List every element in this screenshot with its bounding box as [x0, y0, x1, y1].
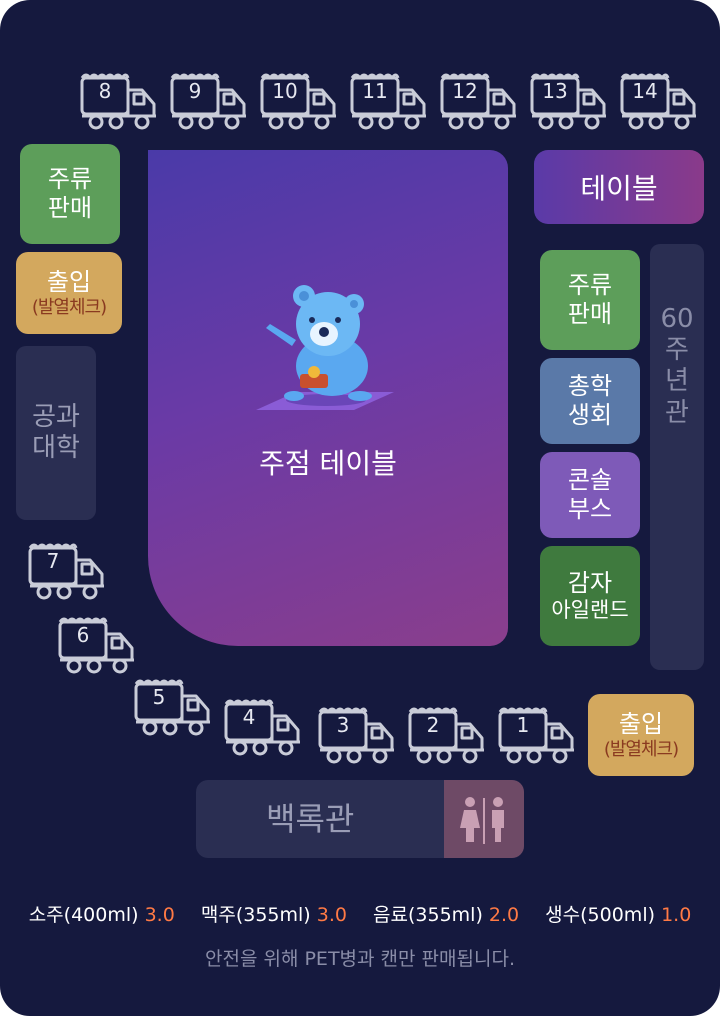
truck-number: 12 [452, 79, 478, 103]
right-liquor-sales-line2: 판매 [567, 300, 613, 328]
left-entrance-label: 출입 [46, 267, 92, 296]
hall-line4: 관 [665, 397, 689, 428]
truck-number: 5 [152, 685, 166, 709]
food-truck-7[interactable]: 7 [28, 540, 106, 602]
safety-note: 안전을 위해 PET병과 캔만 판매됩니다. [205, 948, 515, 970]
truck-number: 6 [76, 623, 90, 647]
legend-name: 생수(500ml) [545, 904, 656, 926]
truck-number: 13 [542, 79, 568, 103]
food-truck-8[interactable]: 8 [80, 70, 158, 132]
student-council-line1: 총학 [567, 372, 613, 401]
baekrok-hall-label: 백록관 [266, 799, 355, 838]
food-truck-3[interactable]: 3 [318, 704, 396, 766]
food-truck-10[interactable]: 10 [260, 70, 338, 132]
legend-soju: 소주(400ml) 3.0 [29, 904, 175, 926]
left-entrance[interactable]: 출입 (발열체크) [16, 252, 122, 334]
left-liquor-sales[interactable]: 주류 판매 [20, 144, 120, 244]
right-liquor-sales[interactable]: 주류 판매 [540, 250, 640, 350]
truck-number: 2 [426, 713, 440, 737]
left-entrance-sub: (발열체크) [31, 296, 107, 318]
food-truck-2[interactable]: 2 [408, 704, 486, 766]
potato-island-line1: 감자 [567, 569, 613, 597]
console-booth[interactable]: 콘솔 부스 [540, 452, 640, 538]
truck-number: 1 [516, 713, 530, 737]
legend-price: 3.0 [144, 904, 175, 926]
truck-number: 8 [98, 79, 112, 103]
left-liquor-sales-line1: 주류 [47, 165, 93, 194]
hall-line3: 년 [665, 366, 689, 397]
hall-line2: 주 [665, 335, 689, 366]
student-council-booth[interactable]: 총학 생회 [540, 358, 640, 444]
engineering-line1: 공과 [32, 401, 80, 432]
legend-price: 3.0 [316, 904, 347, 926]
right-liquor-sales-line1: 주류 [567, 271, 613, 300]
food-truck-1[interactable]: 1 [498, 704, 576, 766]
legend-price: 1.0 [661, 904, 692, 926]
food-truck-12[interactable]: 12 [440, 70, 518, 132]
bear-mascot-icon [256, 285, 394, 410]
legend-name: 소주(400ml) [28, 904, 139, 926]
food-truck-14[interactable]: 14 [620, 70, 698, 132]
engineering-line2: 대학 [32, 433, 80, 463]
food-truck-11[interactable]: 11 [350, 70, 428, 132]
console-booth-line2: 부스 [567, 495, 613, 523]
potato-island-line2: 아일랜드 [551, 597, 629, 622]
truck-number: 9 [188, 79, 202, 103]
pub-table-label: 주점 테이블 [259, 447, 397, 480]
legend-name: 음료(355ml) [373, 904, 483, 926]
truck-number: 4 [242, 705, 256, 729]
student-council-line2: 생회 [567, 401, 613, 429]
right-entrance-label: 출입 [618, 709, 664, 738]
food-truck-5[interactable]: 5 [134, 676, 212, 738]
engineering-college: 공과 대학 [16, 346, 96, 520]
truck-number: 10 [272, 79, 298, 103]
hall-line1: 60 [660, 304, 694, 334]
table-zone[interactable]: 테이블 [534, 150, 704, 224]
food-truck-9[interactable]: 9 [170, 70, 248, 132]
restroom[interactable] [444, 780, 524, 858]
food-truck-13[interactable]: 13 [530, 70, 608, 132]
truck-number: 7 [46, 549, 60, 573]
restroom-icon [460, 797, 504, 844]
legend-drink: 음료(355ml) 2.0 [373, 904, 519, 926]
legend-price: 2.0 [488, 904, 520, 926]
truck-number: 14 [632, 79, 658, 103]
price-legend: 소주(400ml) 3.0 맥주(355ml) 3.0 음료(355ml) 2.… [0, 900, 720, 927]
pub-table-area[interactable]: 주점 테이블 [148, 150, 508, 646]
right-entrance[interactable]: 출입 (발열체크) [588, 694, 694, 776]
legend-water: 생수(500ml) 1.0 [545, 904, 691, 926]
truck-number: 11 [362, 79, 388, 103]
60th-anniversary-hall: 60 주 년 관 [650, 244, 704, 670]
console-booth-line1: 콘솔 [567, 466, 613, 495]
food-truck-6[interactable]: 6 [58, 614, 136, 676]
left-liquor-sales-line2: 판매 [47, 194, 93, 222]
legend-name: 맥주(355ml) [200, 904, 311, 926]
right-entrance-sub: (발열체크) [603, 738, 679, 760]
food-truck-4[interactable]: 4 [224, 696, 302, 758]
potato-island-booth[interactable]: 감자 아일랜드 [540, 546, 640, 646]
truck-number: 3 [336, 713, 350, 737]
legend-beer: 맥주(355ml) 3.0 [201, 904, 347, 926]
